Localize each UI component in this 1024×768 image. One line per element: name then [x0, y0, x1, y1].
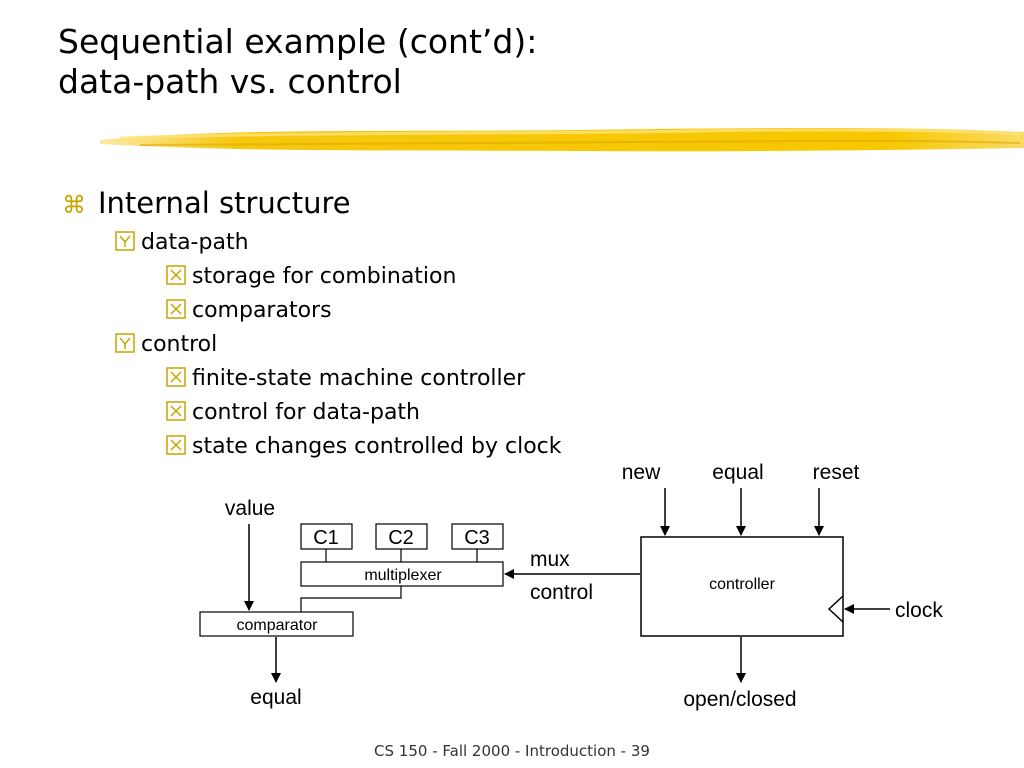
- y-box-icon: [115, 333, 135, 353]
- register-c2-label: C2: [388, 527, 414, 549]
- value-label: value: [225, 497, 275, 520]
- bullet-state-changes: state changes controlled by clock: [166, 434, 562, 459]
- comparator-box: [199, 611, 354, 637]
- bullet-fsm-label: finite-state machine controller: [192, 366, 526, 391]
- command-icon: ⌘: [62, 191, 86, 219]
- bullet-internal-structure: ⌘ Internal structure: [62, 186, 351, 220]
- x-box-icon: [166, 435, 186, 455]
- input-reset-label: reset: [813, 461, 860, 484]
- register-c1-box: [300, 523, 353, 550]
- register-c1-label: C1: [313, 527, 339, 549]
- mux-control-label-line2: control: [530, 581, 593, 604]
- equal-out-label: equal: [250, 686, 301, 709]
- bullet-control-label: control: [141, 332, 218, 357]
- multiplexer-label: multiplexer: [364, 567, 442, 584]
- mux-to-comparator-wire: [300, 586, 402, 612]
- slide-title: Sequential example (cont’d): data-path v…: [58, 22, 537, 102]
- bullet-comparators: comparators: [166, 298, 332, 323]
- bullet-state-changes-label: state changes controlled by clock: [192, 434, 562, 459]
- controller-box: [640, 536, 844, 637]
- mux-control-label-line1: mux: [530, 548, 570, 571]
- bullet-fsm: finite-state machine controller: [166, 366, 525, 391]
- bullet-control: control: [115, 332, 217, 357]
- slide-title-line-1: Sequential example (cont’d):: [58, 22, 538, 61]
- bullet-internal-structure-label: Internal structure: [98, 186, 351, 220]
- x-box-icon: [166, 401, 186, 421]
- controller-label: controller: [709, 576, 775, 593]
- comparator-label: comparator: [237, 617, 319, 634]
- bullet-control-datapath: control for data-path: [166, 400, 420, 425]
- register-c3-label: C3: [464, 527, 490, 549]
- register-c3-box: [451, 523, 504, 550]
- input-equal-label: equal: [712, 461, 763, 484]
- slide-footer: CS 150 - Fall 2000 - Introduction - 39: [374, 742, 650, 760]
- bullet-control-datapath-label: control for data-path: [192, 400, 421, 425]
- bullet-comparators-label: comparators: [192, 298, 332, 323]
- x-box-icon: [166, 299, 186, 319]
- register-c2-box: [375, 523, 428, 550]
- y-box-icon: [115, 231, 135, 251]
- clock-label: clock: [895, 599, 943, 622]
- open-closed-label: open/closed: [683, 688, 796, 711]
- x-box-icon: [166, 265, 186, 285]
- bullet-storage: storage for combination: [166, 264, 456, 289]
- input-new-label: new: [622, 461, 661, 484]
- slide-title-line-2: data-path vs. control: [58, 62, 402, 101]
- x-box-icon: [166, 367, 186, 387]
- title-brush-stroke: [100, 128, 1024, 152]
- multiplexer-box: [300, 561, 504, 587]
- bullet-storage-label: storage for combination: [192, 264, 457, 289]
- clock-triangle: [827, 595, 844, 623]
- bullet-datapath-label: data-path: [141, 230, 249, 255]
- bullet-datapath: data-path: [115, 230, 249, 255]
